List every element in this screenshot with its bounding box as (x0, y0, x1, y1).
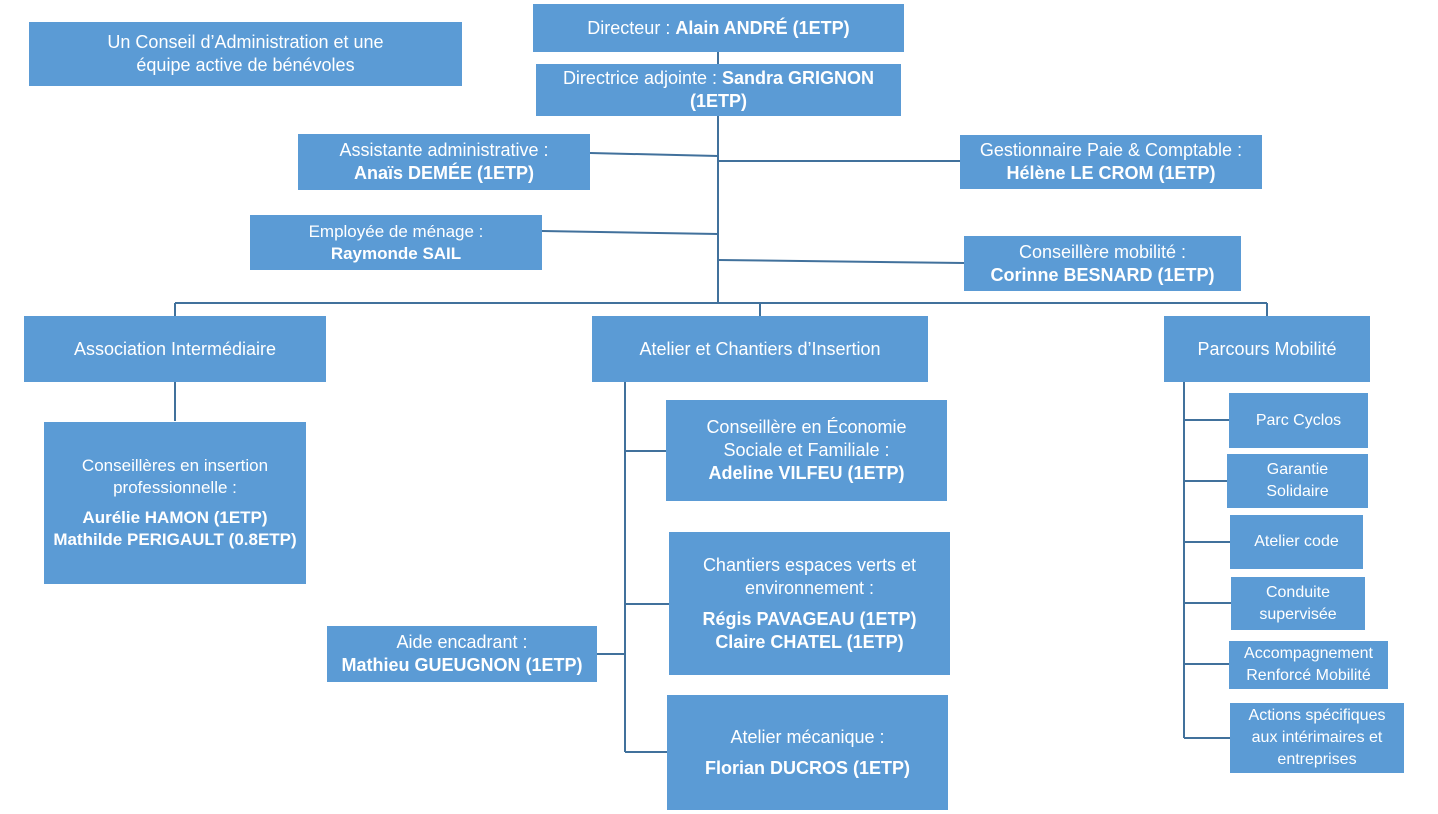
mechanic-box: Atelier mécanique : Florian DUCROS (1ETP… (667, 695, 948, 810)
mobility-item-label: Parc Cyclos (1255, 411, 1342, 429)
board-text: Un Conseil d’Administration et une équip… (107, 32, 384, 75)
cleaner-box: Employée de ménage : Raymonde SAIL (250, 215, 542, 270)
payroll-box: Gestionnaire Paie & Comptable : Hélène L… (960, 135, 1262, 189)
assistant-name: Anaïs DEMÉE (1ETP) (353, 163, 535, 183)
mobility-advisor-role: Conseillère mobilité : (1018, 241, 1187, 262)
branch-aci-label: Atelier et Chantiers d’Insertion (639, 338, 881, 359)
cesf-box: Conseillère en Économie Sociale et Famil… (666, 400, 947, 501)
payroll-name: Hélène LE CROM (1ETP) (1006, 163, 1216, 183)
mobility-item-conduite-supervisee: Conduite supervisée (1231, 577, 1365, 630)
board-box: Un Conseil d’Administration et une équip… (29, 22, 462, 86)
director-role: Directeur : (587, 17, 676, 38)
deputy-name: Sandra GRIGNON (1ETP) (689, 68, 875, 111)
mobility-item-parc-cyclos: Parc Cyclos (1229, 393, 1368, 448)
helper-box: Aide encadrant : Mathieu GUEUGNON (1ETP) (327, 626, 597, 682)
branch-ai-label: Association Intermédiaire (73, 338, 277, 359)
ai-advisors-role: Conseillères en insertion professionnell… (81, 456, 269, 497)
mobility-item-label: Atelier code (1254, 533, 1339, 550)
deputy-box: Directrice adjointe : Sandra GRIGNON (1E… (536, 64, 901, 116)
mobility-item-label: Accompagnement Renforcé Mobilité (1244, 645, 1373, 684)
deputy-role: Directrice adjointe : (562, 68, 723, 88)
mobility-item-label: Actions spécifiques aux intérimaires et … (1248, 707, 1386, 768)
mobility-item-accompagnement: Accompagnement Renforcé Mobilité (1229, 641, 1388, 689)
mechanic-role: Atelier mécanique : (730, 726, 885, 747)
cleaner-name: Raymonde SAIL (330, 243, 462, 263)
director-box: Directeur : Alain ANDRÉ (1ETP) (533, 4, 904, 52)
branch-association-intermediaire: Association Intermédiaire (24, 316, 326, 382)
assistant-box: Assistante administrative : Anaïs DEMÉE … (298, 134, 590, 190)
cesf-role: Conseillère en Économie Sociale et Famil… (706, 417, 907, 460)
mobility-item-label: Garantie Solidaire (1266, 461, 1329, 500)
ai-advisors-names: Aurélie HAMON (1ETP) Mathilde PERIGAULT … (53, 508, 297, 549)
ai-advisors-box: Conseillères en insertion professionnell… (44, 422, 306, 584)
assistant-role: Assistante administrative : (339, 140, 549, 160)
mobility-advisor-name: Corinne BESNARD (1ETP) (990, 264, 1215, 285)
green-spaces-names: Régis PAVAGEAU (1ETP) Claire CHATEL (1ET… (702, 608, 917, 652)
mobility-item-atelier-code: Atelier code (1230, 515, 1363, 569)
director-name: Alain ANDRÉ (1ETP) (675, 17, 850, 38)
helper-role: Aide encadrant : (396, 632, 528, 652)
green-spaces-box: Chantiers espaces verts et environnement… (669, 532, 950, 675)
mobility-item-label: Conduite supervisée (1259, 583, 1337, 623)
mobility-item-garantie-solidaire: Garantie Solidaire (1227, 454, 1368, 508)
mechanic-name: Florian DUCROS (1ETP) (704, 757, 910, 778)
green-spaces-role: Chantiers espaces verts et environnement… (702, 554, 917, 598)
payroll-role: Gestionnaire Paie & Comptable : (979, 140, 1243, 160)
branch-atelier-chantiers: Atelier et Chantiers d’Insertion (592, 316, 928, 382)
mobility-advisor-box: Conseillère mobilité : Corinne BESNARD (… (964, 236, 1241, 291)
cleaner-role: Employée de ménage : (308, 221, 484, 241)
branch-mobility-label: Parcours Mobilité (1197, 338, 1337, 359)
branch-parcours-mobilite: Parcours Mobilité (1164, 316, 1370, 382)
cesf-name: Adeline VILFEU (1ETP) (708, 463, 905, 483)
mobility-item-actions-specifiques: Actions spécifiques aux intérimaires et … (1230, 703, 1404, 773)
helper-name: Mathieu GUEUGNON (1ETP) (341, 655, 583, 675)
